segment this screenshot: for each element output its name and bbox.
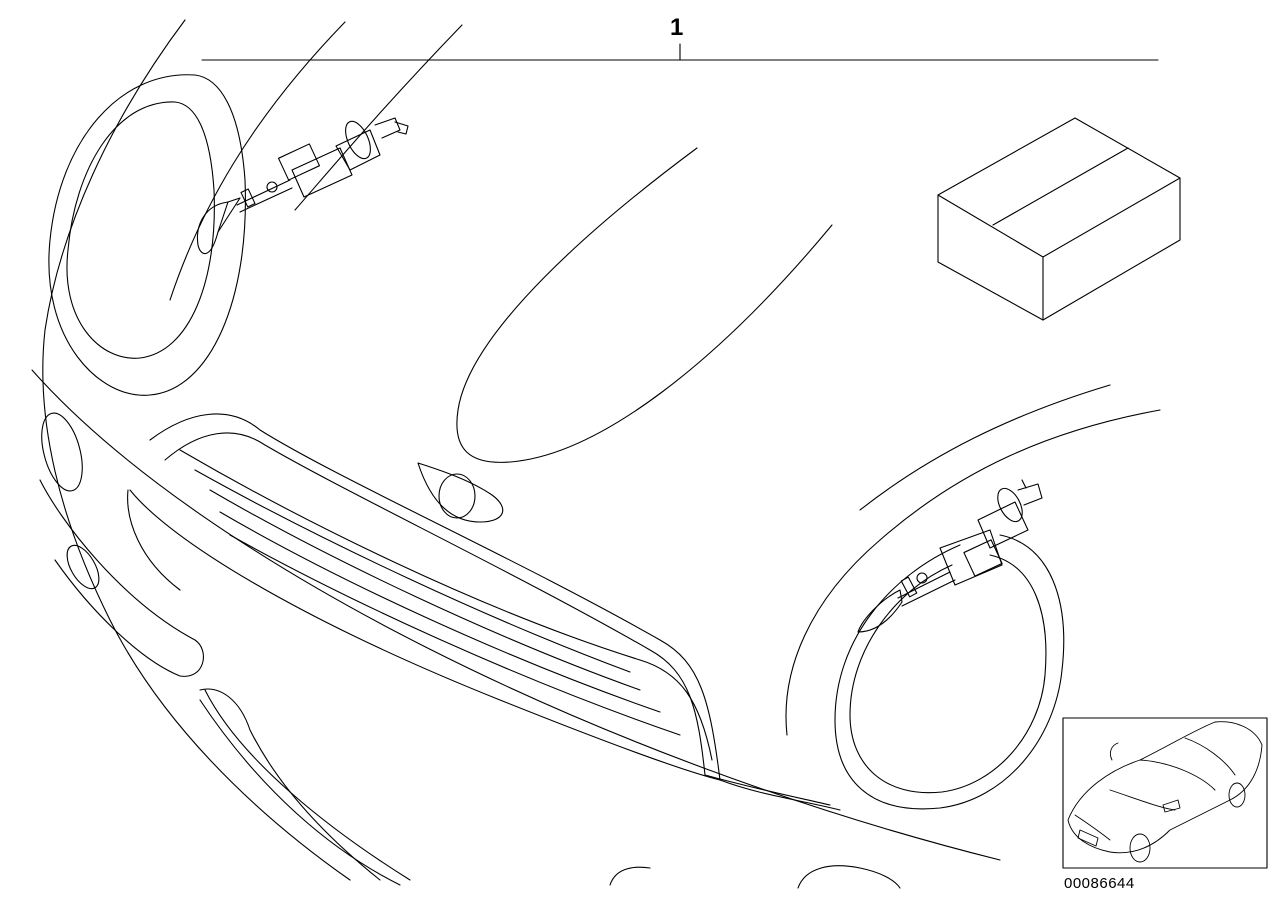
washer-nozzle-left <box>196 117 409 255</box>
diagram-code: 00086644 <box>1064 875 1135 892</box>
hood-bulge <box>456 147 833 463</box>
hood-emblem <box>417 462 504 523</box>
callout-number: 1 <box>670 14 684 41</box>
washer-nozzle-right <box>857 479 1043 633</box>
retrofit-kit-box <box>937 117 1181 321</box>
car-body-outline <box>31 19 1001 881</box>
headlight-left <box>48 74 246 396</box>
callout-leader <box>201 43 1159 61</box>
vehicle-locator-thumbnail <box>1062 717 1268 869</box>
fog-light-left <box>41 412 100 590</box>
headlight-right <box>785 384 1161 810</box>
bumper <box>39 479 901 889</box>
grille <box>127 449 721 781</box>
